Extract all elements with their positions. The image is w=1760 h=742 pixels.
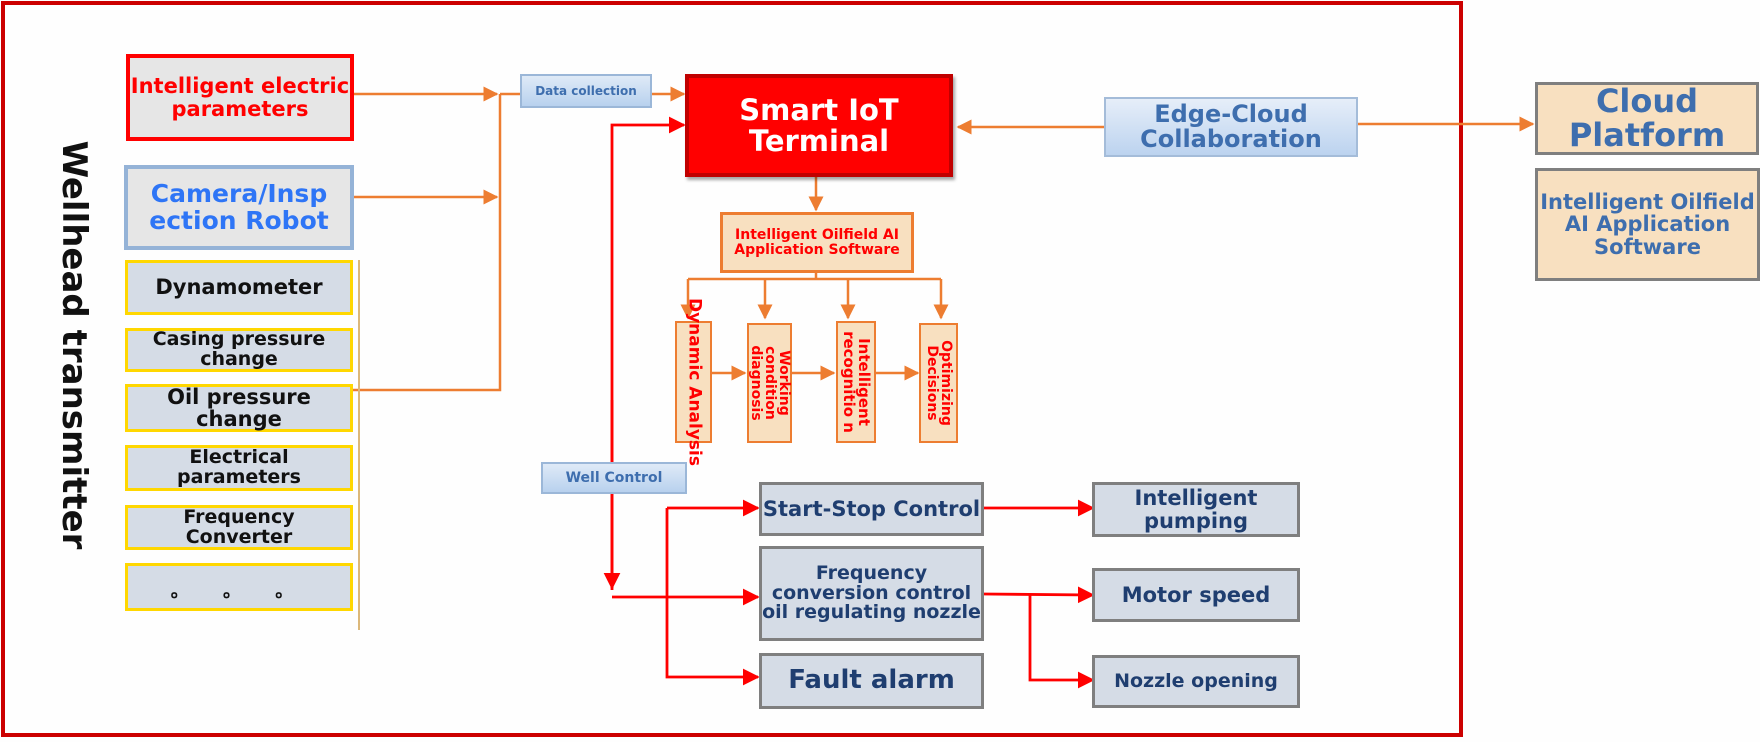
sensor-dynamometer: Dynamometer [125, 260, 353, 315]
edge-cloud-collaboration: Edge-Cloud Collaboration [1104, 97, 1358, 157]
intelligent-pumping: Intelligent pumping [1092, 482, 1300, 537]
sensor-oil-pressure: Oil pressure change [125, 384, 353, 432]
oilfield-ai-software: Intelligent Oilfield AI Application Soft… [720, 212, 914, 273]
step-intelligent-recognition: Intelligent recognitio n [836, 321, 876, 443]
nozzle-opening: Nozzle opening [1092, 655, 1300, 708]
camera-inspection-robot-box: Camera/Insp ection Robot [124, 165, 354, 250]
sensor-frequency-converter: Frequency Converter [125, 505, 353, 550]
fault-alarm: Fault alarm [759, 653, 984, 709]
wellhead-transmitter-label: Wellhead transmitter [54, 140, 94, 550]
sensor-more-ellipsis: 。 。 。 [125, 563, 353, 611]
motor-speed: Motor speed [1092, 568, 1300, 622]
step-working-condition-diagnosis: Working condition diagnosis [747, 323, 792, 443]
cloud-platform: Cloud Platform [1535, 82, 1759, 155]
sensor-electrical-parameters: Electrical parameters [125, 445, 353, 491]
edge-boundary-frame [1, 1, 1463, 737]
frequency-conversion-control: Frequency conversion control oil regulat… [759, 546, 984, 641]
smart-iot-terminal: Smart IoT Terminal [685, 74, 953, 177]
bus-line [353, 94, 502, 392]
step-dynamic-analysis: Dynamic Analysis [675, 298, 712, 466]
cloud-ai-software: Intelligent Oilfield AI Application Soft… [1535, 168, 1760, 281]
well-control-label: Well Control [541, 462, 687, 494]
intelligent-electric-parameters-box: Intelligent electric parameters [126, 54, 354, 141]
step-optimizing-decisions: Optimizing Decisions [919, 323, 958, 443]
start-stop-control: Start-Stop Control [759, 482, 984, 536]
well-control-feedback [610, 116, 686, 590]
data-collection-label: Data collection [520, 74, 652, 108]
sensor-casing-pressure: Casing pressure change [125, 328, 353, 372]
